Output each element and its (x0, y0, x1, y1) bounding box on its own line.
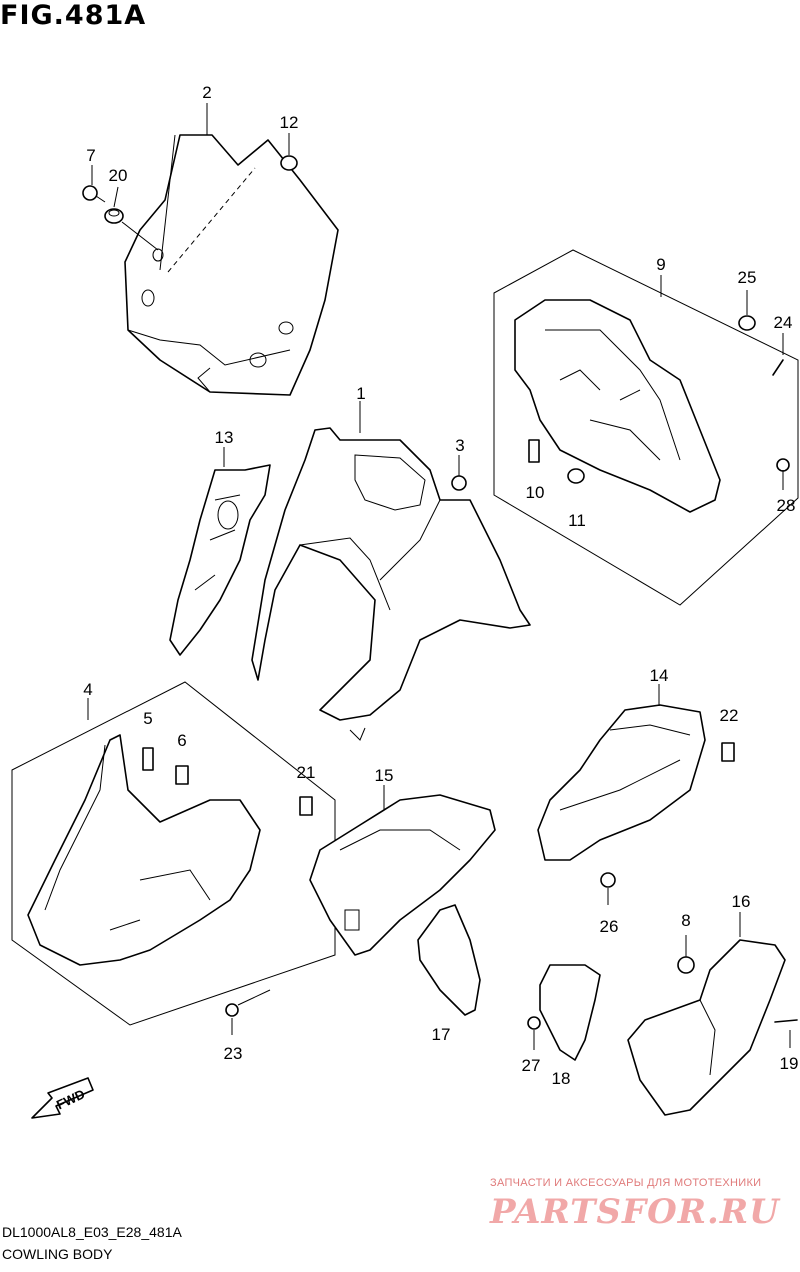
screw-27-part[interactable] (527, 1016, 541, 1050)
callout-18: 18 (552, 1069, 571, 1088)
meter-cover-outline-box (493, 249, 799, 606)
callout-14: 14 (650, 666, 669, 685)
screw-24-part[interactable] (772, 333, 784, 376)
clip-28-part[interactable] (776, 458, 790, 490)
grommet-8-part[interactable] (677, 935, 695, 974)
callout-3: 3 (455, 436, 464, 455)
side-cover-15-part[interactable] (309, 794, 496, 956)
figure-title: FIG.481A (0, 0, 147, 31)
callout-1: 1 (356, 384, 365, 403)
screw-19-part[interactable] (774, 1019, 798, 1048)
callout-22: 22 (720, 706, 739, 725)
callout-10: 10 (526, 483, 545, 502)
watermark-tagline: ЗАПЧАСТИ И АКСЕССУАРЫ ДЛЯ МОТОТЕХНИКИ (490, 1177, 762, 1189)
callout-24: 24 (774, 313, 793, 332)
callout-2: 2 (202, 83, 211, 102)
callout-20: 20 (109, 166, 128, 185)
callout-26: 26 (600, 917, 619, 936)
callout-12: 12 (280, 113, 299, 132)
screw-23-part[interactable] (225, 989, 271, 1035)
front-cover-outline-box (11, 681, 336, 1026)
grommet-11-part[interactable] (567, 468, 585, 484)
callout-19: 19 (780, 1054, 799, 1073)
callout-17: 17 (432, 1025, 451, 1044)
callout-11: 11 (568, 511, 586, 530)
callout-9: 9 (656, 255, 665, 274)
cowling-body-part[interactable] (251, 427, 531, 741)
callout-4: 4 (83, 680, 92, 699)
diagram-caption: COWLING BODY (2, 1246, 113, 1262)
side-cowl-14-part[interactable] (537, 704, 706, 861)
callout-5: 5 (143, 709, 152, 728)
callout-28: 28 (777, 496, 796, 515)
lower-cover-16-part[interactable] (627, 939, 786, 1116)
grommet-20-part[interactable] (104, 186, 159, 251)
front-cover-part[interactable] (27, 734, 261, 966)
watermark-logo: PARTSFOR.RU (490, 1192, 780, 1232)
callout-7: 7 (86, 146, 95, 165)
windscreen-part[interactable] (124, 134, 339, 396)
diagram-code: DL1000AL8_E03_E28_481A (2, 1224, 182, 1240)
screw-26-part[interactable] (600, 872, 616, 905)
rubber-10-part[interactable] (528, 439, 540, 463)
label-5-part[interactable] (142, 747, 154, 771)
clip-22-part[interactable] (721, 742, 735, 762)
callout-23: 23 (224, 1044, 243, 1063)
callout-13: 13 (215, 428, 234, 447)
fwd-arrow-icon: FWD (31, 1077, 94, 1119)
nut-12-part[interactable] (280, 133, 298, 171)
bracket-18-part[interactable] (539, 964, 601, 1061)
callout-21: 21 (297, 763, 316, 782)
bolt-7-part[interactable] (82, 165, 106, 203)
grommet-3-part[interactable] (451, 455, 467, 491)
nut-25-part[interactable] (738, 290, 756, 331)
callout-27: 27 (522, 1056, 541, 1075)
callout-15: 15 (375, 766, 394, 785)
callout-16: 16 (732, 892, 751, 911)
callout-25: 25 (738, 268, 757, 287)
callout-6: 6 (177, 731, 186, 750)
clip-21-part[interactable] (299, 796, 313, 816)
callout-8: 8 (681, 911, 690, 930)
meter-cover-part[interactable] (514, 299, 721, 513)
inner-panel-17-part[interactable] (417, 904, 481, 1016)
bracket-13-part[interactable] (169, 464, 271, 656)
clip-6-part[interactable] (175, 765, 189, 785)
